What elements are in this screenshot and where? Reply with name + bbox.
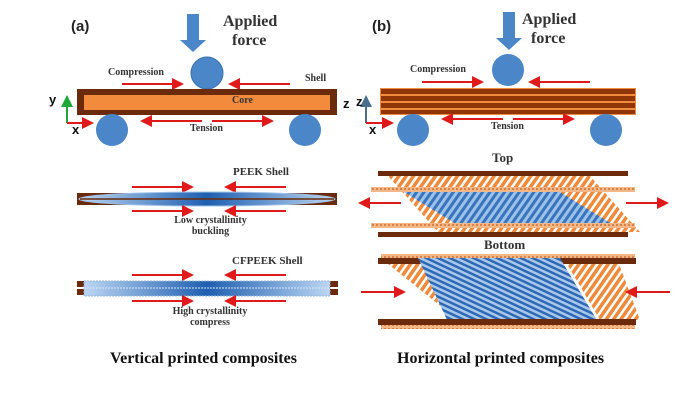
applied-force-arrow-b: [503, 12, 515, 38]
panel-a-bend-diagram: [61, 14, 337, 146]
peek-note: Low crystallinity buckling: [168, 215, 253, 237]
top-label: Top: [492, 150, 514, 165]
top-roller-a: [190, 56, 224, 90]
caption-vertical: Vertical printed composites: [110, 350, 297, 367]
right-roller-a: [289, 114, 321, 146]
applied-force-arrow-a: [187, 14, 199, 40]
caption-horizontal: Horizontal printed composites: [397, 350, 605, 367]
compression-label-a: Compression: [108, 67, 164, 78]
peek-note-line1: Low crystallinity: [174, 215, 247, 226]
applied-force-label-b: Applied force: [522, 10, 576, 48]
bottom-shear-diagram: [361, 254, 670, 329]
shell-label: Shell: [305, 73, 327, 84]
left-roller-b: [397, 114, 429, 146]
applied-force-line1: Applied: [223, 13, 278, 30]
core-a: [84, 95, 330, 110]
panel-a-label: (a): [71, 18, 90, 35]
peek-shell-diagram: [77, 181, 337, 217]
applied-force-label-a: Applied force: [223, 12, 277, 50]
axis-z-label-b: z: [356, 94, 363, 109]
peek-shell-label: PEEK Shell: [233, 166, 289, 178]
panel-b-bend-diagram: [360, 12, 636, 146]
axis-x-label-b: x: [369, 122, 377, 137]
panel-b-label: (b): [372, 18, 392, 35]
left-roller-a: [96, 114, 128, 146]
cfpeek-note: High crystallinity compress: [160, 306, 260, 328]
peek-note-line2: buckling: [191, 226, 230, 237]
axis-x-label-a: x: [72, 122, 80, 137]
axis-z-label-a: z: [343, 96, 350, 111]
applied-force-line2: force: [232, 32, 267, 49]
core-label: Core: [232, 95, 253, 106]
tension-label-b: Tension: [491, 121, 524, 132]
bottom-label: Bottom: [484, 237, 526, 252]
axis-y-label: y: [49, 92, 57, 107]
cfpeek-note-line2: compress: [190, 317, 230, 328]
right-roller-b: [590, 114, 622, 146]
cfpeek-shell-label: CFPEEK Shell: [232, 255, 303, 267]
applied-force-line1-b: Applied: [522, 11, 577, 28]
tension-label-a: Tension: [190, 123, 223, 134]
top-shear-diagram: [358, 171, 669, 237]
applied-force-line2-b: force: [531, 30, 566, 47]
cfpeek-note-line1: High crystallinity: [172, 306, 248, 317]
cfpeek-shell-diagram: [77, 269, 338, 307]
compression-label-b: Compression: [410, 64, 466, 75]
top-roller-b: [492, 54, 524, 86]
